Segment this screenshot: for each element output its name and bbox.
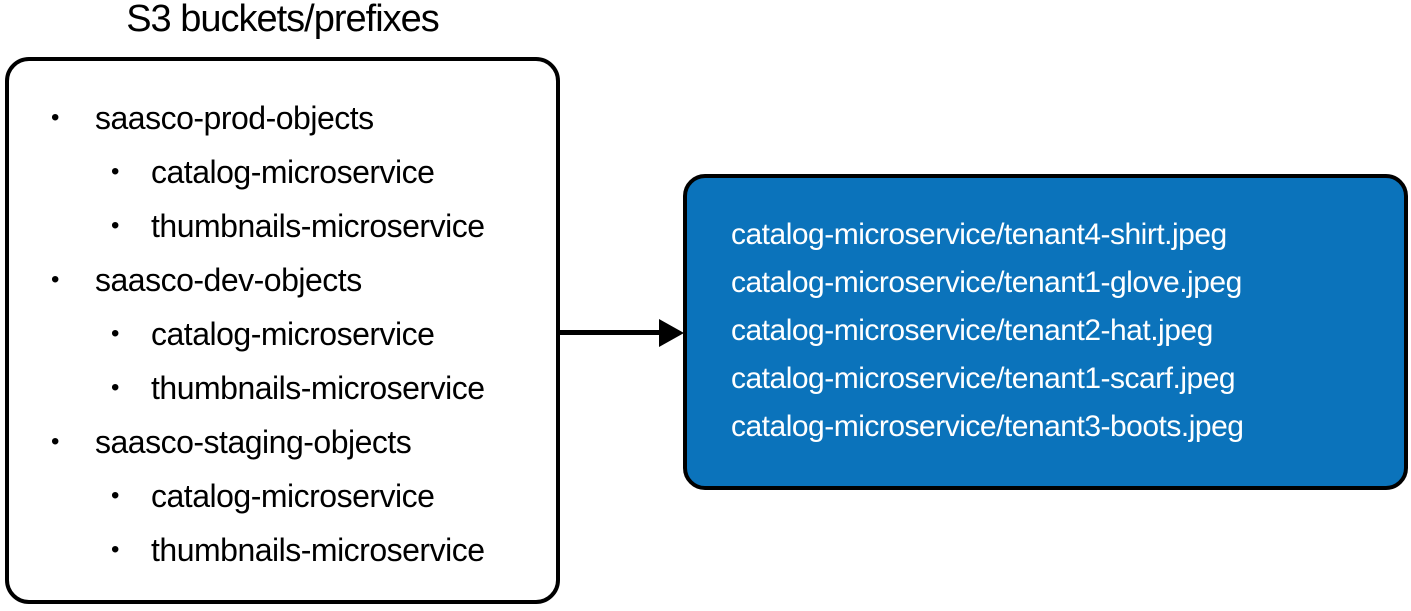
bucket-row: • saasco-dev-objects — [9, 253, 556, 307]
s3-object-key: catalog-microservice/tenant1-scarf.jpeg — [731, 362, 1236, 395]
s3-object-key: catalog-microservice/tenant2-hat.jpeg — [731, 314, 1213, 347]
bullet-icon: • — [111, 158, 119, 185]
bullet-icon: • — [111, 320, 119, 347]
prefix-label: catalog-microservice — [151, 477, 435, 514]
prefix-label: catalog-microservice — [151, 315, 435, 352]
arrow-right-icon — [659, 319, 684, 347]
arrow-line — [559, 330, 661, 335]
prefix-row: • catalog-microservice — [9, 145, 556, 199]
prefix-label: thumbnails-microservice — [151, 531, 485, 568]
bucket-label: saasco-staging-objects — [95, 423, 412, 460]
prefix-list: • catalog-microservice • thumbnails-microse… — [9, 469, 556, 577]
bullet-icon: • — [51, 104, 59, 131]
bullet-icon: • — [111, 482, 119, 509]
prefix-list: • catalog-microservice • thumbnails-microse… — [9, 307, 556, 415]
prefix-row: • thumbnails-microservice — [9, 361, 556, 415]
bullet-icon: • — [51, 428, 59, 455]
bucket-list: • saasco-prod-objects • catalog-microservic… — [9, 61, 556, 577]
bullet-icon: • — [111, 212, 119, 239]
diagram-title: S3 buckets/prefixes — [126, 0, 440, 40]
bullet-icon: • — [111, 374, 119, 401]
prefix-row: • thumbnails-microservice — [9, 199, 556, 253]
bullet-icon: • — [51, 266, 59, 293]
prefix-row: • catalog-microservice — [9, 469, 556, 523]
prefix-item: • thumbnails-microservice — [9, 523, 556, 577]
s3-objects-box: catalog-microservice/tenant4-shirt.jpeg c… — [683, 174, 1408, 490]
prefix-list: • catalog-microservice • thumbnails-microse… — [9, 145, 556, 253]
prefix-item: • catalog-microservice — [9, 469, 556, 523]
prefix-item: • thumbnails-microservice — [9, 199, 556, 253]
s3-object-key: catalog-microservice/tenant3-boots.jpeg — [731, 410, 1244, 443]
prefix-label: thumbnails-microservice — [151, 369, 485, 406]
buckets-panel: • saasco-prod-objects • catalog-microservic… — [5, 57, 560, 604]
prefix-label: thumbnails-microservice — [151, 207, 485, 244]
bucket-item: • saasco-staging-objects • catalog-microser… — [9, 415, 556, 577]
s3-object-key: catalog-microservice/tenant1-glove.jpeg — [731, 266, 1242, 299]
prefix-item: • thumbnails-microservice — [9, 361, 556, 415]
bucket-item: • saasco-prod-objects • catalog-microservic… — [9, 91, 556, 253]
s3-object-key: catalog-microservice/tenant4-shirt.jpeg — [731, 218, 1227, 251]
prefix-row: • catalog-microservice — [9, 307, 556, 361]
bullet-icon: • — [111, 536, 119, 563]
bucket-item: • saasco-dev-objects • catalog-microservice… — [9, 253, 556, 415]
prefix-item: • catalog-microservice — [9, 145, 556, 199]
prefix-row: • thumbnails-microservice — [9, 523, 556, 577]
bucket-row: • saasco-staging-objects — [9, 415, 556, 469]
bucket-label: saasco-prod-objects — [95, 99, 374, 136]
prefix-item: • catalog-microservice — [9, 307, 556, 361]
bucket-row: • saasco-prod-objects — [9, 91, 556, 145]
bucket-label: saasco-dev-objects — [95, 261, 362, 298]
prefix-label: catalog-microservice — [151, 153, 435, 190]
